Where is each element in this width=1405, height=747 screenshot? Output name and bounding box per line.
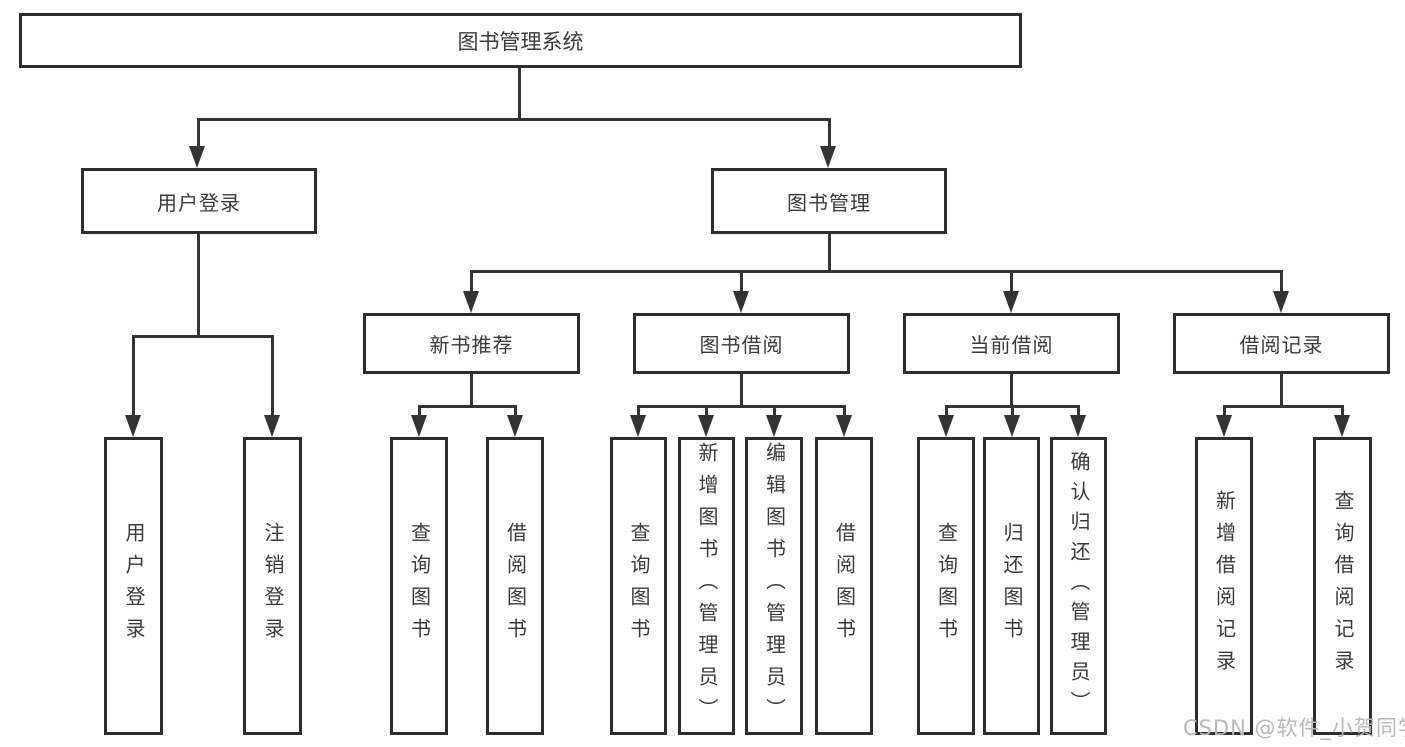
leaf-confirm-return-admin: 确认归还（管理员） xyxy=(1050,437,1107,735)
arrow-down-icon xyxy=(1216,415,1232,437)
connector-line xyxy=(843,405,846,419)
arrow-down-icon xyxy=(264,415,280,437)
arrow-down-icon xyxy=(189,146,205,168)
node-label: 借阅记录 xyxy=(1239,333,1324,357)
leaf-user-login: 用户登录 xyxy=(104,437,163,735)
node-label: 查询图书 xyxy=(627,522,651,650)
connector-line xyxy=(1077,405,1080,419)
connector-line xyxy=(945,405,948,419)
leaf-add-book-admin: 新增图书（管理员） xyxy=(678,437,735,735)
arrow-down-icon xyxy=(507,415,523,437)
connector-line xyxy=(1223,405,1226,419)
node-book-management: 图书管理 xyxy=(711,168,947,234)
arrow-down-icon xyxy=(1334,415,1350,437)
connector-line xyxy=(197,118,831,121)
connector-line xyxy=(828,118,831,150)
arrow-down-icon xyxy=(733,291,749,313)
node-label: 确认归还（管理员） xyxy=(1067,451,1091,721)
node-new-book-recommend: 新书推荐 xyxy=(363,313,580,374)
connector-line xyxy=(470,270,1282,273)
node-label: 用户登录 xyxy=(122,522,146,650)
arrow-down-icon xyxy=(1004,415,1020,437)
node-label: 查询借阅记录 xyxy=(1331,490,1355,682)
leaf-query-books: 查询图书 xyxy=(390,437,448,735)
node-label: 图书借阅 xyxy=(699,333,784,357)
connector-line xyxy=(637,405,640,419)
arrow-down-icon xyxy=(820,146,836,168)
connector-line xyxy=(132,335,274,338)
leaf-query-borrow-record: 查询借阅记录 xyxy=(1313,437,1372,735)
arrow-down-icon xyxy=(766,415,782,437)
connector-line xyxy=(773,405,776,419)
node-user-login: 用户登录 xyxy=(81,168,317,234)
node-label: 新书推荐 xyxy=(429,333,514,357)
connector-line xyxy=(740,270,743,293)
node-label: 新增借阅记录 xyxy=(1212,490,1237,682)
connector-line xyxy=(418,405,516,408)
leaf-logout: 注销登录 xyxy=(243,437,302,735)
node-book-borrowing: 图书借阅 xyxy=(633,313,850,374)
arrow-down-icon xyxy=(1070,415,1086,437)
connector-line xyxy=(518,68,521,118)
node-label: 图书管理 xyxy=(787,190,871,215)
arrow-down-icon xyxy=(938,415,954,437)
csdn-watermark: CSDN @软件_小贺同学 xyxy=(1183,716,1405,740)
connector-line xyxy=(637,405,845,408)
node-label: 用户登录 xyxy=(157,190,241,215)
leaf-add-borrow-record: 新增借阅记录 xyxy=(1195,437,1253,735)
arrow-down-icon xyxy=(836,415,852,437)
node-label: 查询图书 xyxy=(407,522,432,650)
connector-line xyxy=(271,335,274,417)
leaf-return-book: 归还图书 xyxy=(983,437,1040,735)
leaf-query-books: 查询图书 xyxy=(610,437,667,735)
node-label: 归还图书 xyxy=(1000,522,1024,650)
node-label: 当前借阅 xyxy=(969,333,1054,357)
connector-line xyxy=(1280,270,1283,293)
connector-line xyxy=(1223,405,1343,408)
connector-line xyxy=(828,234,831,272)
node-borrowing-records: 借阅记录 xyxy=(1173,313,1390,374)
arrow-down-icon xyxy=(125,415,141,437)
node-label: 注销登录 xyxy=(261,522,285,650)
arrow-down-icon xyxy=(411,415,427,437)
leaf-query-books: 查询图书 xyxy=(917,437,975,735)
connector-line xyxy=(1280,374,1283,405)
connector-line xyxy=(197,234,200,335)
node-label: 查询图书 xyxy=(934,522,959,650)
node-label: 新增图书（管理员） xyxy=(695,442,719,730)
connector-line xyxy=(1010,374,1013,405)
node-library-system: 图书管理系统 xyxy=(19,13,1022,68)
connector-line xyxy=(740,374,743,405)
connector-line xyxy=(132,335,135,417)
leaf-borrow-books: 借阅图书 xyxy=(815,437,873,735)
connector-line xyxy=(470,270,473,293)
arrow-down-icon xyxy=(698,415,714,437)
connector-line xyxy=(418,405,421,419)
connector-line xyxy=(514,405,517,419)
node-label: 借阅图书 xyxy=(832,522,857,650)
leaf-edit-book-admin: 编辑图书（管理员） xyxy=(745,437,803,735)
connector-line xyxy=(1341,405,1344,419)
arrow-down-icon xyxy=(630,415,646,437)
node-current-borrowing: 当前借阅 xyxy=(903,313,1120,374)
connector-line xyxy=(1010,270,1013,293)
connector-line xyxy=(705,405,708,419)
connector-line xyxy=(1011,405,1014,419)
node-label: 编辑图书（管理员） xyxy=(762,442,787,730)
connector-line xyxy=(470,374,473,405)
arrow-down-icon xyxy=(1273,291,1289,313)
arrow-down-icon xyxy=(463,291,479,313)
arrow-down-icon xyxy=(1003,291,1019,313)
node-label: 图书管理系统 xyxy=(457,29,584,54)
node-label: 借阅图书 xyxy=(503,522,528,650)
leaf-borrow-books: 借阅图书 xyxy=(486,437,544,735)
connector-line xyxy=(197,118,200,150)
